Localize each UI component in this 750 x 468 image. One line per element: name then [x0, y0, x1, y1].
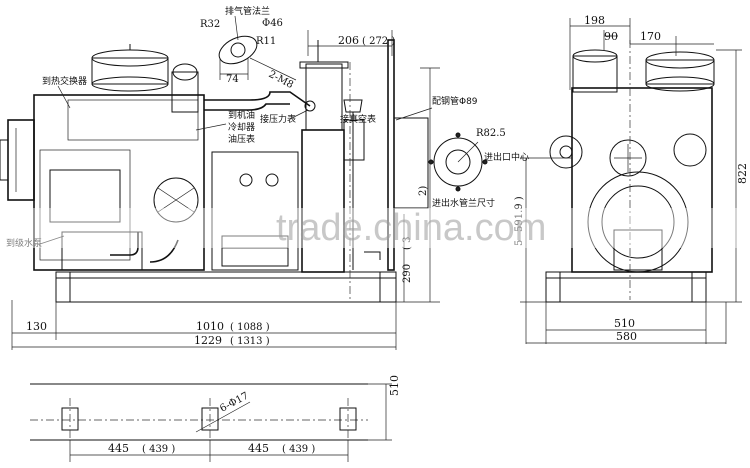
plan-view: 6-Φ17 510 445 ( 439 ) 445 ( 439 ) [30, 375, 401, 462]
dim-580: 580 [616, 330, 637, 343]
dim-1010: 1010 [196, 320, 224, 333]
dim-206: 206 [338, 34, 359, 47]
dim-5: 5 [514, 240, 525, 246]
side-base-frame [55, 271, 397, 303]
side-view: 排气管法兰 R32 Φ46 R11 74 2-M8 到热交换器 到机油 冷却器 … [0, 5, 529, 350]
pump-housing [301, 129, 345, 273]
dim-822: 822 [736, 163, 749, 184]
dim-130: 130 [26, 320, 47, 333]
callout-74: 74 [226, 74, 239, 85]
dim-290: 290 [402, 264, 413, 283]
dim-510-plan: 510 [388, 375, 401, 396]
dim-170: 170 [640, 30, 661, 43]
dim-1313: ( 1313 ) [230, 336, 270, 347]
dim-445-a: 445 [108, 442, 129, 455]
dim-510: 510 [614, 317, 635, 330]
dim-3: ( 3 [402, 237, 413, 250]
front-base-frame [545, 271, 707, 303]
callout-phi46: Φ46 [262, 18, 283, 29]
label-to-oil-cooler-2: 冷却器 [228, 121, 255, 133]
label-pipe-fitting: 配钢管Φ89 [432, 95, 478, 107]
label-flange-size: 进出水管兰尺寸 [432, 197, 495, 209]
dim-591: 591.9 ) [514, 196, 525, 232]
gauge-dial-1 [239, 173, 253, 187]
vacuum-fitting [343, 99, 363, 113]
dim-2: 2) [418, 186, 429, 196]
label-oil-pressure-gauge: 油压表 [228, 133, 255, 145]
gauge-panel [211, 151, 299, 271]
dim-439-b: ( 439 ) [282, 444, 315, 455]
exhaust-flange-outline [218, 35, 258, 65]
label-outlet-center: 进出口中心 [484, 151, 529, 163]
label-exhaust-flange: 排气管法兰 [225, 5, 270, 17]
callout-r11: R11 [256, 36, 276, 47]
dim-1229: 1229 [194, 334, 222, 347]
callout-r32: R32 [200, 19, 220, 30]
dim-90: 90 [604, 30, 618, 43]
dim-445-b: 445 [248, 442, 269, 455]
label-to-oil-cooler-1: 到机油 [228, 109, 255, 121]
label-sea-water-pump: 到级水泵 [6, 237, 42, 249]
watermark-band [0, 208, 750, 248]
callout-2m8: 2-M8 [267, 69, 295, 91]
dim-439-a: ( 439 ) [142, 444, 175, 455]
dim-198: 198 [584, 14, 605, 27]
front-flywheel [587, 171, 689, 273]
dim-1088: ( 1088 ) [230, 322, 270, 333]
label-vacuum-gauge: 接真空表 [340, 113, 376, 125]
label-pressure-gauge: 接压力表 [260, 113, 296, 125]
label-to-heat-exchanger: 到热交换器 [42, 75, 87, 87]
gauge-dial-2 [265, 173, 279, 187]
dim-272: ( 272 ) [362, 36, 395, 47]
front-pulley [609, 139, 647, 177]
watermark: trade.china.com [276, 207, 546, 249]
front-view: 198 90 170 822 591.9 ) 5 510 580 [514, 14, 749, 344]
callout-r82: R82.5 [476, 128, 506, 139]
outlet-flange-circle [433, 137, 483, 187]
